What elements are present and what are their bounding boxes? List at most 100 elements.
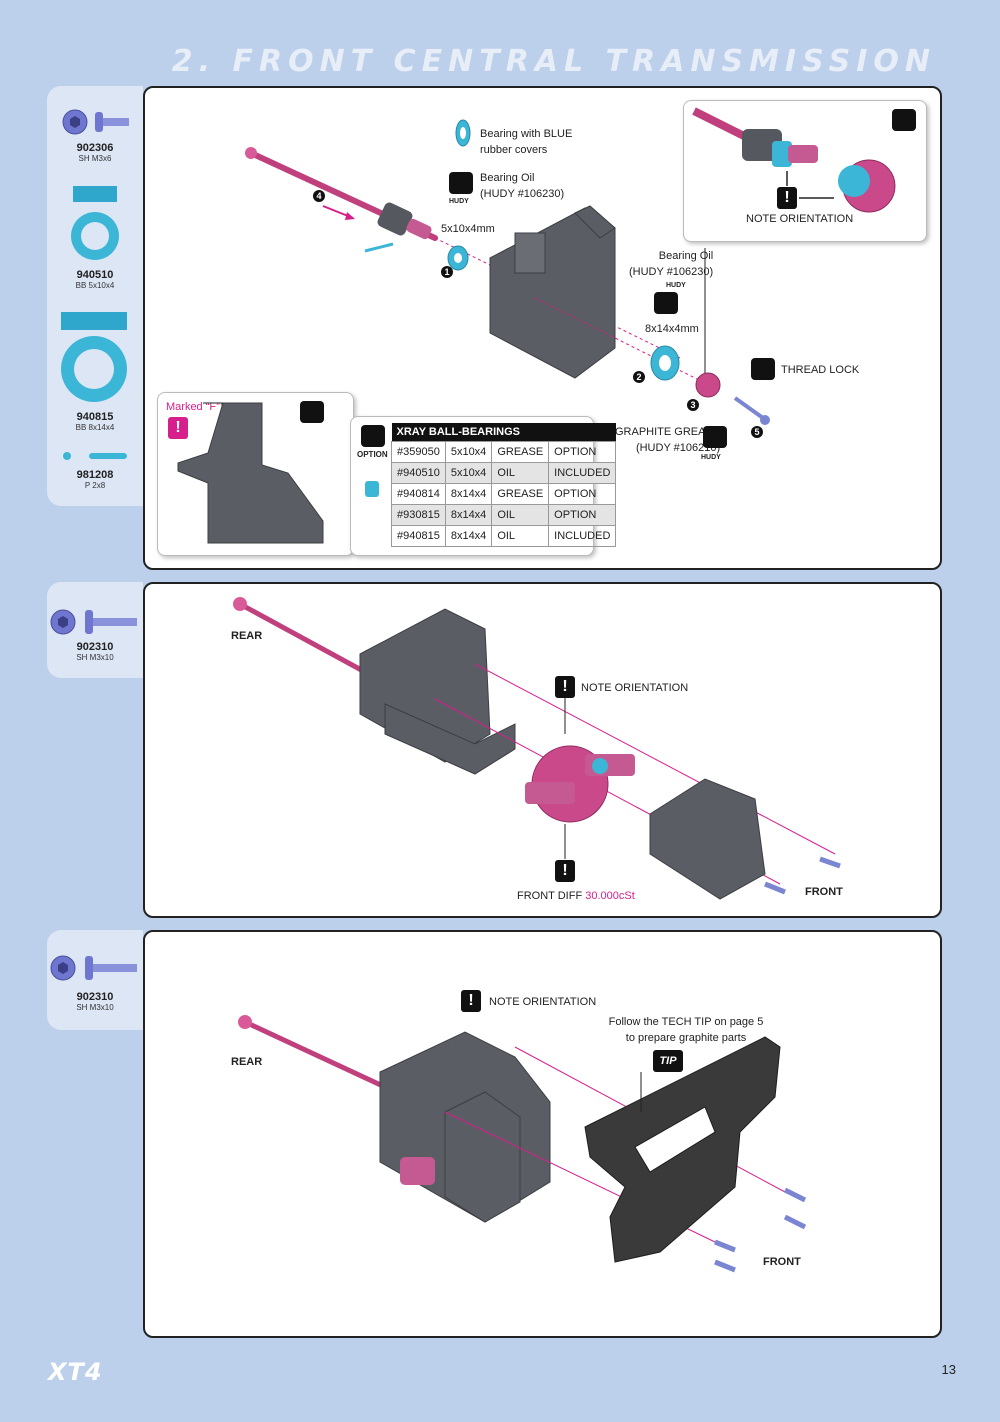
warning-icon: ! bbox=[168, 417, 188, 439]
warning-icon: ! bbox=[555, 676, 575, 698]
hudy-label: HUDY bbox=[701, 454, 721, 461]
step1-illustration bbox=[245, 119, 770, 425]
detail-inset-marked-f: Marked “F” ! bbox=[157, 392, 354, 556]
bulkhead bbox=[489, 205, 616, 379]
step-marker-5: 5 bbox=[751, 426, 763, 438]
part-902310: 902310 SH M3x10 bbox=[47, 991, 143, 1012]
detail-icon bbox=[300, 401, 324, 423]
warning-icon: ! bbox=[555, 860, 575, 882]
table-cell: OPTION bbox=[548, 441, 617, 463]
part-number: 981208 bbox=[76, 469, 114, 481]
part-desc: SH M3x10 bbox=[76, 1003, 114, 1012]
label-note-orientation: NOTE ORIENTATION bbox=[581, 682, 689, 694]
screw-icon bbox=[50, 609, 137, 635]
part-940510: 940510 BB 5x10x4 bbox=[47, 269, 143, 290]
warning-icon: ! bbox=[461, 990, 481, 1012]
front-diff-value: 30.000cSt bbox=[585, 890, 635, 902]
front-diff bbox=[525, 745, 635, 823]
grease-icon bbox=[703, 426, 727, 448]
step-marker-3: 3 bbox=[687, 399, 699, 411]
part-number: 902310 bbox=[76, 991, 114, 1003]
part-number: 940510 bbox=[76, 269, 114, 281]
table-cell: #940814 bbox=[391, 483, 446, 505]
parts-sidebar-step2: 902310 SH M3x10 bbox=[47, 582, 143, 678]
part-desc: BB 8x14x4 bbox=[75, 423, 115, 432]
label-size-1: 5x10x4mm bbox=[441, 223, 495, 235]
bulkhead bbox=[359, 608, 516, 775]
table-cell: 8x14x4 bbox=[444, 483, 493, 505]
part-902306: 902306 SH M3x6 bbox=[47, 142, 143, 163]
part-desc: SH M3x10 bbox=[76, 653, 114, 662]
table-cell: 5x10x4 bbox=[444, 462, 493, 484]
table-cell: OPTION bbox=[548, 483, 617, 505]
parts-sidebar-step3: 902310 SH M3x10 bbox=[47, 930, 143, 1030]
table-cell: GREASE bbox=[491, 483, 550, 505]
pinion-detail-illustration bbox=[692, 107, 896, 213]
warning-icon: ! bbox=[777, 187, 797, 209]
table-cell: OIL bbox=[491, 525, 550, 547]
xray-logo: XT4 bbox=[48, 1358, 103, 1386]
part-desc: P 2x8 bbox=[84, 481, 106, 490]
step-marker-4: 4 bbox=[313, 190, 325, 202]
label-size-2: 8x14x4mm bbox=[645, 323, 699, 335]
table-cell: INCLUDED bbox=[548, 462, 617, 484]
step-marker-2: 2 bbox=[633, 371, 645, 383]
part-desc: SH M3x6 bbox=[78, 154, 112, 163]
table-cell: #940510 bbox=[391, 462, 446, 484]
label-front-diff: FRONT DIFF 30.000cSt bbox=[517, 890, 635, 902]
table-cell: GREASE bbox=[491, 441, 550, 463]
detail-inset-orientation: ! NOTE ORIENTATION bbox=[683, 100, 927, 242]
part-number: 940815 bbox=[76, 411, 114, 423]
thumbs-up-icon bbox=[361, 425, 385, 447]
screw-icon bbox=[62, 109, 129, 135]
table-cell: #940815 bbox=[391, 525, 446, 547]
label-note-orientation: NOTE ORIENTATION bbox=[746, 213, 854, 225]
table-cell: 8x14x4 bbox=[444, 525, 493, 547]
part-940815: 940815 BB 8x14x4 bbox=[47, 411, 143, 432]
table-cell: INCLUDED bbox=[548, 525, 617, 547]
hudy-label: HUDY bbox=[666, 282, 686, 289]
label-bearing-oil-2: Bearing Oil (HUDY #106230) bbox=[629, 250, 714, 278]
option-label: OPTION bbox=[357, 450, 388, 459]
front-assembly bbox=[379, 1031, 551, 1223]
label-front: FRONT bbox=[805, 886, 843, 898]
drive-shaft bbox=[245, 147, 681, 359]
page-title: 2. FRONT CENTRAL TRANSMISSION bbox=[171, 44, 936, 79]
parts-icons-step1 bbox=[61, 109, 129, 460]
label-thread-lock: THREAD LOCK bbox=[781, 364, 860, 376]
oil-icon bbox=[449, 172, 473, 194]
part-number: 902310 bbox=[76, 641, 114, 653]
label-note-orientation: NOTE ORIENTATION bbox=[489, 996, 597, 1008]
part-902310: 902310 SH M3x10 bbox=[47, 641, 143, 662]
parts-icons-step2 bbox=[50, 609, 137, 635]
label-bearing-blue: Bearing with BLUE rubber covers bbox=[480, 128, 573, 156]
screw-icon bbox=[50, 955, 137, 981]
oil-icon bbox=[654, 292, 678, 314]
label-marked-f: Marked “F” bbox=[166, 401, 220, 413]
step3-illustration bbox=[238, 1015, 807, 1273]
part-981208: 981208 P 2x8 bbox=[47, 469, 143, 490]
page-number: 13 bbox=[941, 1362, 956, 1377]
label-graphite-grease: GRAPHITE GREASE (HUDY #106210) bbox=[615, 426, 721, 454]
bearing-icon bbox=[61, 312, 127, 402]
parts-icons-step3 bbox=[50, 955, 137, 981]
diff-case bbox=[649, 778, 766, 900]
table-cell: #930815 bbox=[391, 504, 446, 526]
label-front: FRONT bbox=[763, 1256, 801, 1268]
table-cell: 5x10x4 bbox=[444, 441, 493, 463]
table-cell: OPTION bbox=[548, 504, 617, 526]
pin-icon bbox=[63, 452, 127, 460]
label-rear: REAR bbox=[231, 1056, 263, 1068]
part-desc: BB 5x10x4 bbox=[75, 281, 115, 290]
thread-lock-icon bbox=[751, 358, 775, 380]
table-cell: OIL bbox=[491, 504, 550, 526]
step2-panel: REAR ! NOTE ORIENTATION ! FRONT DIFF 30.… bbox=[143, 582, 942, 918]
step3-panel: REAR ! NOTE ORIENTATION Follow the TECH … bbox=[143, 930, 942, 1338]
